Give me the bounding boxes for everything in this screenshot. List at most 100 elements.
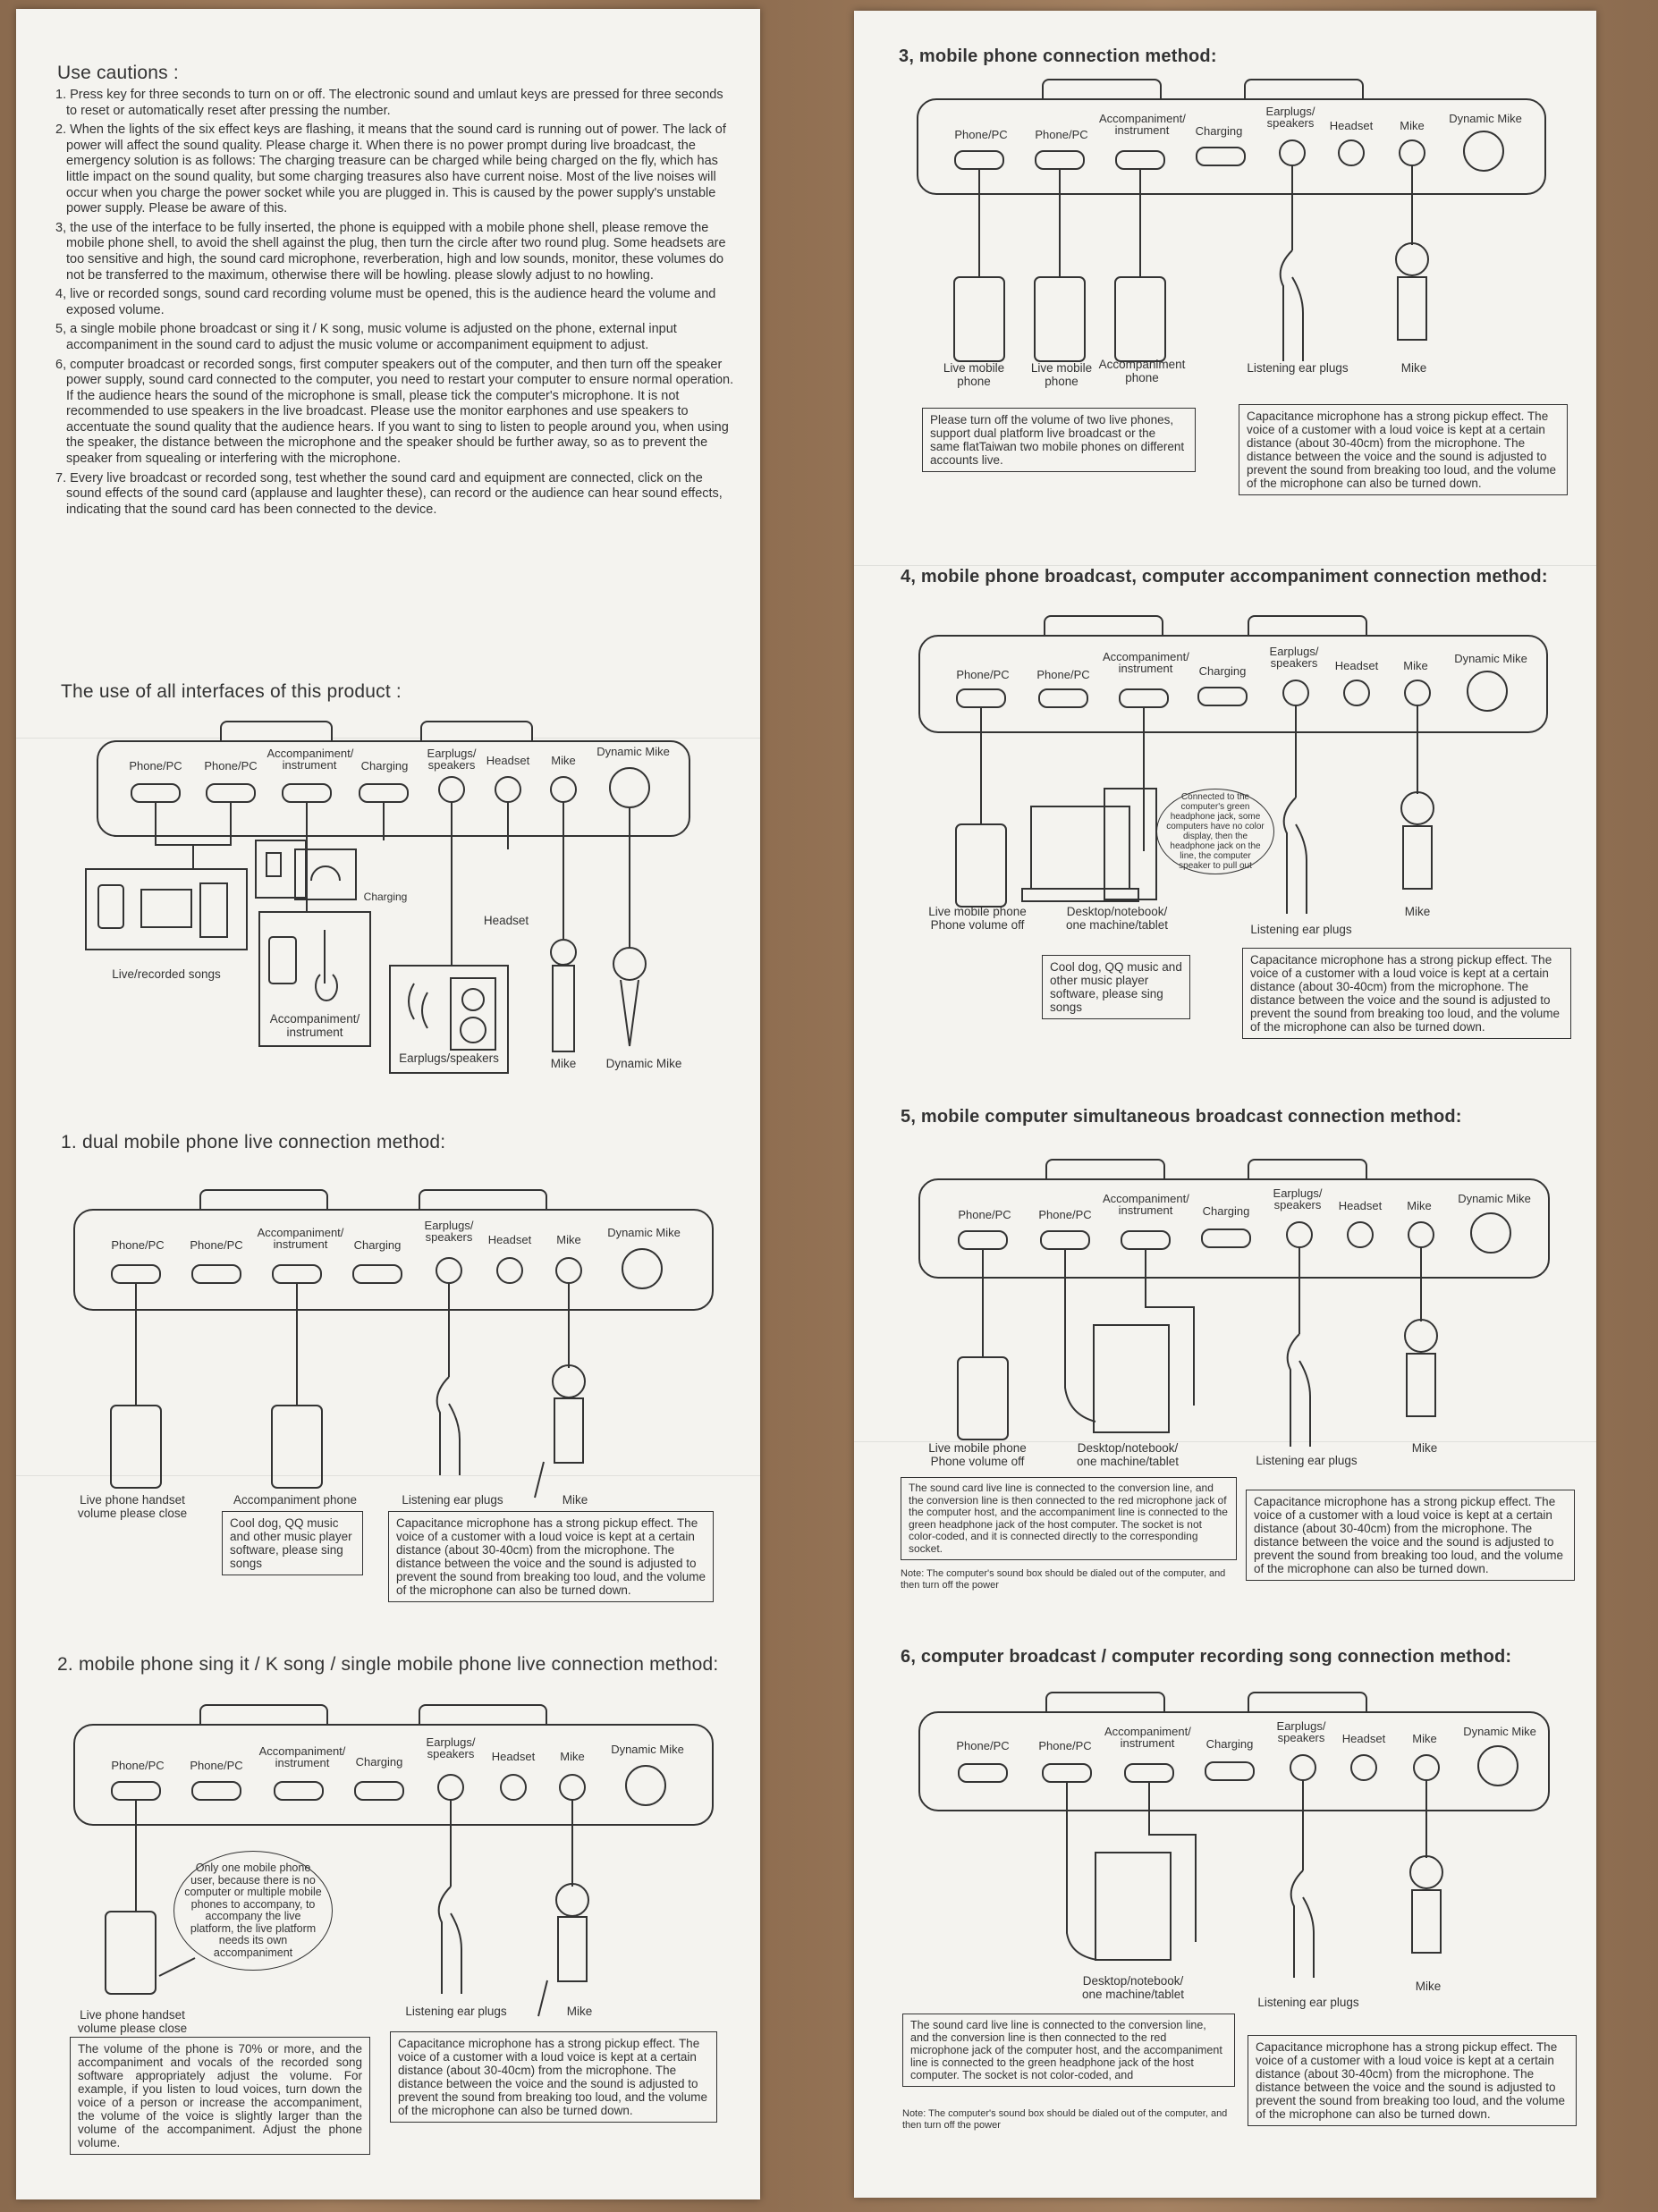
panel-bump xyxy=(1244,79,1364,100)
caution-item: 1. Press key for three seconds to turn o… xyxy=(55,88,723,118)
port-label: Mike xyxy=(551,754,576,767)
footnote: Note: The computer's sound box should be… xyxy=(901,1568,1226,1591)
port-label: Headset xyxy=(486,754,530,767)
dynamic-mike-jack xyxy=(625,1765,666,1806)
charging-port xyxy=(1197,687,1248,706)
method5-diagram xyxy=(957,1246,1438,1447)
panel-bump xyxy=(1042,79,1162,100)
desktop-caption: Desktop/notebook/ one machine/tablet xyxy=(1076,1441,1180,1468)
port-label: Dynamic Mike xyxy=(1454,652,1527,665)
mic-note: Capacitance microphone has a strong pick… xyxy=(1248,2035,1577,2126)
mike-caption: Mike xyxy=(566,2005,593,2018)
port-label: Dynamic Mike xyxy=(611,1743,684,1756)
dynamic-mike-jack xyxy=(1463,131,1504,172)
port-label: Earplugs/ speakers xyxy=(1273,1186,1323,1212)
charging-port xyxy=(1205,1761,1255,1781)
port-label: Mike xyxy=(1407,1199,1432,1212)
port-label: Charging xyxy=(355,1755,403,1769)
port-label: Charging xyxy=(1205,1737,1254,1751)
live-phone-caption: Live mobile phone xyxy=(943,361,1005,388)
port-label: Phone/PC xyxy=(111,1759,165,1772)
caution-item: 5, a single mobile phone broadcast or si… xyxy=(55,322,677,352)
headset-jack xyxy=(1343,680,1370,706)
caution-item: 2. When the lights of the six effect key… xyxy=(55,122,726,216)
listening-caption: Listening ear plugs xyxy=(405,2005,507,2018)
headset-jack xyxy=(1347,1221,1374,1248)
port-label: Headset xyxy=(1341,1732,1386,1745)
charging-caption: Charging xyxy=(363,891,408,903)
port-label: Phone/PC xyxy=(954,128,1008,141)
panel-bump xyxy=(1248,1692,1367,1713)
port-label: Earplugs/ speakers xyxy=(1276,1719,1326,1744)
panel-bump xyxy=(419,1704,547,1726)
port-label: Dynamic Mike xyxy=(1458,1192,1531,1205)
port-label: Accompaniment/ instrument xyxy=(1104,1725,1191,1750)
port-label: Earplugs/ speakers xyxy=(427,747,477,772)
port-label: Phone/PC xyxy=(129,759,182,773)
panel-bump xyxy=(199,1189,328,1211)
headset-jack xyxy=(496,1257,523,1284)
port-label: Phone/PC xyxy=(1035,128,1088,141)
mic-note: Capacitance microphone has a strong pick… xyxy=(1239,404,1568,495)
line-note: The sound card live line is connected to… xyxy=(902,2014,1235,2087)
footnote: Note: The computer's sound box should be… xyxy=(902,2108,1228,2131)
port-label: Charging xyxy=(1202,1204,1250,1218)
desktop-caption: Desktop/notebook/ one machine/tablet xyxy=(1081,1974,1185,2001)
port-label: Mike xyxy=(1403,659,1428,672)
accompaniment-phone-caption: Accompaniment phone xyxy=(233,1493,358,1507)
line-note: The sound card live line is connected to… xyxy=(901,1477,1237,1560)
headset-jack xyxy=(1350,1754,1377,1781)
sound-card-panel xyxy=(918,635,1548,733)
port-label: Mike xyxy=(556,1233,581,1246)
method3-note: Please turn off the volume of two live p… xyxy=(922,408,1196,472)
method3-title: 3, mobile phone connection method: xyxy=(899,46,1217,66)
sound-card-panel xyxy=(73,1724,714,1826)
port-label: Phone/PC xyxy=(1038,1739,1092,1752)
mic-note: Capacitance microphone has a strong pick… xyxy=(1246,1490,1575,1581)
interfaces-diagram xyxy=(85,801,647,1074)
mic-note: Capacitance microphone has a strong pick… xyxy=(388,1511,714,1602)
port-label: Accompaniment/ instrument xyxy=(1099,112,1186,137)
port-label: Earplugs/ speakers xyxy=(1269,645,1319,670)
player-note: Cool dog, QQ music and other music playe… xyxy=(222,1511,363,1575)
mike-caption: Mike xyxy=(1411,1441,1438,1455)
method1-title: 1. dual mobile phone live connection met… xyxy=(61,1132,446,1152)
method2-diagram xyxy=(105,1799,589,2017)
sound-card-panel xyxy=(73,1209,714,1311)
method2-title: 2. mobile phone sing it / K song / singl… xyxy=(57,1654,719,1675)
port-label: Mike xyxy=(1400,119,1425,132)
port-label: Phone/PC xyxy=(190,1759,243,1772)
mike-caption: Mike xyxy=(550,1057,577,1070)
mic-note: Capacitance microphone has a strong pick… xyxy=(390,2031,717,2123)
listening-caption: Listening ear plugs xyxy=(1257,1996,1359,2009)
port-label: Phone/PC xyxy=(1038,1208,1092,1221)
port-label: Headset xyxy=(487,1233,532,1246)
port-label: Headset xyxy=(1338,1199,1383,1212)
port-label: Dynamic Mike xyxy=(1449,112,1522,125)
port-label: Earplugs/ speakers xyxy=(424,1219,474,1244)
live-recorded-caption: Live/recorded songs xyxy=(112,967,221,981)
panel-bump xyxy=(420,721,533,742)
dynamic-mike-jack xyxy=(1470,1212,1511,1254)
listening-caption: Listening ear plugs xyxy=(402,1493,503,1507)
player-note: Cool dog, QQ music and other music playe… xyxy=(1042,955,1190,1019)
cautions-title: Use cautions : xyxy=(57,63,179,83)
live-phone-caption: Live phone handset volume please close xyxy=(77,1493,188,1520)
port-label: Charging xyxy=(353,1238,402,1252)
mike-caption: Mike xyxy=(562,1493,588,1507)
listening-caption: Listening ear plugs xyxy=(1256,1454,1358,1467)
phone-pc-port xyxy=(1038,688,1088,708)
caution-item: 6, computer broadcast or recorded songs,… xyxy=(55,357,734,467)
method6-title: 6, computer broadcast / computer recordi… xyxy=(901,1647,1512,1667)
panel-bump xyxy=(199,1704,328,1726)
listening-caption: Listening ear plugs xyxy=(1250,923,1352,936)
charging-port xyxy=(1196,147,1246,166)
headset-caption: Headset xyxy=(483,914,529,927)
port-label: Dynamic Mike xyxy=(607,1226,681,1239)
panel-bump xyxy=(1044,615,1163,637)
dynamic-mike-jack xyxy=(1467,671,1508,712)
mike-caption: Mike xyxy=(1400,361,1427,375)
dynamic-mike-jack xyxy=(622,1248,663,1289)
method4-diagram xyxy=(955,705,1434,914)
charging-port xyxy=(352,1264,402,1284)
